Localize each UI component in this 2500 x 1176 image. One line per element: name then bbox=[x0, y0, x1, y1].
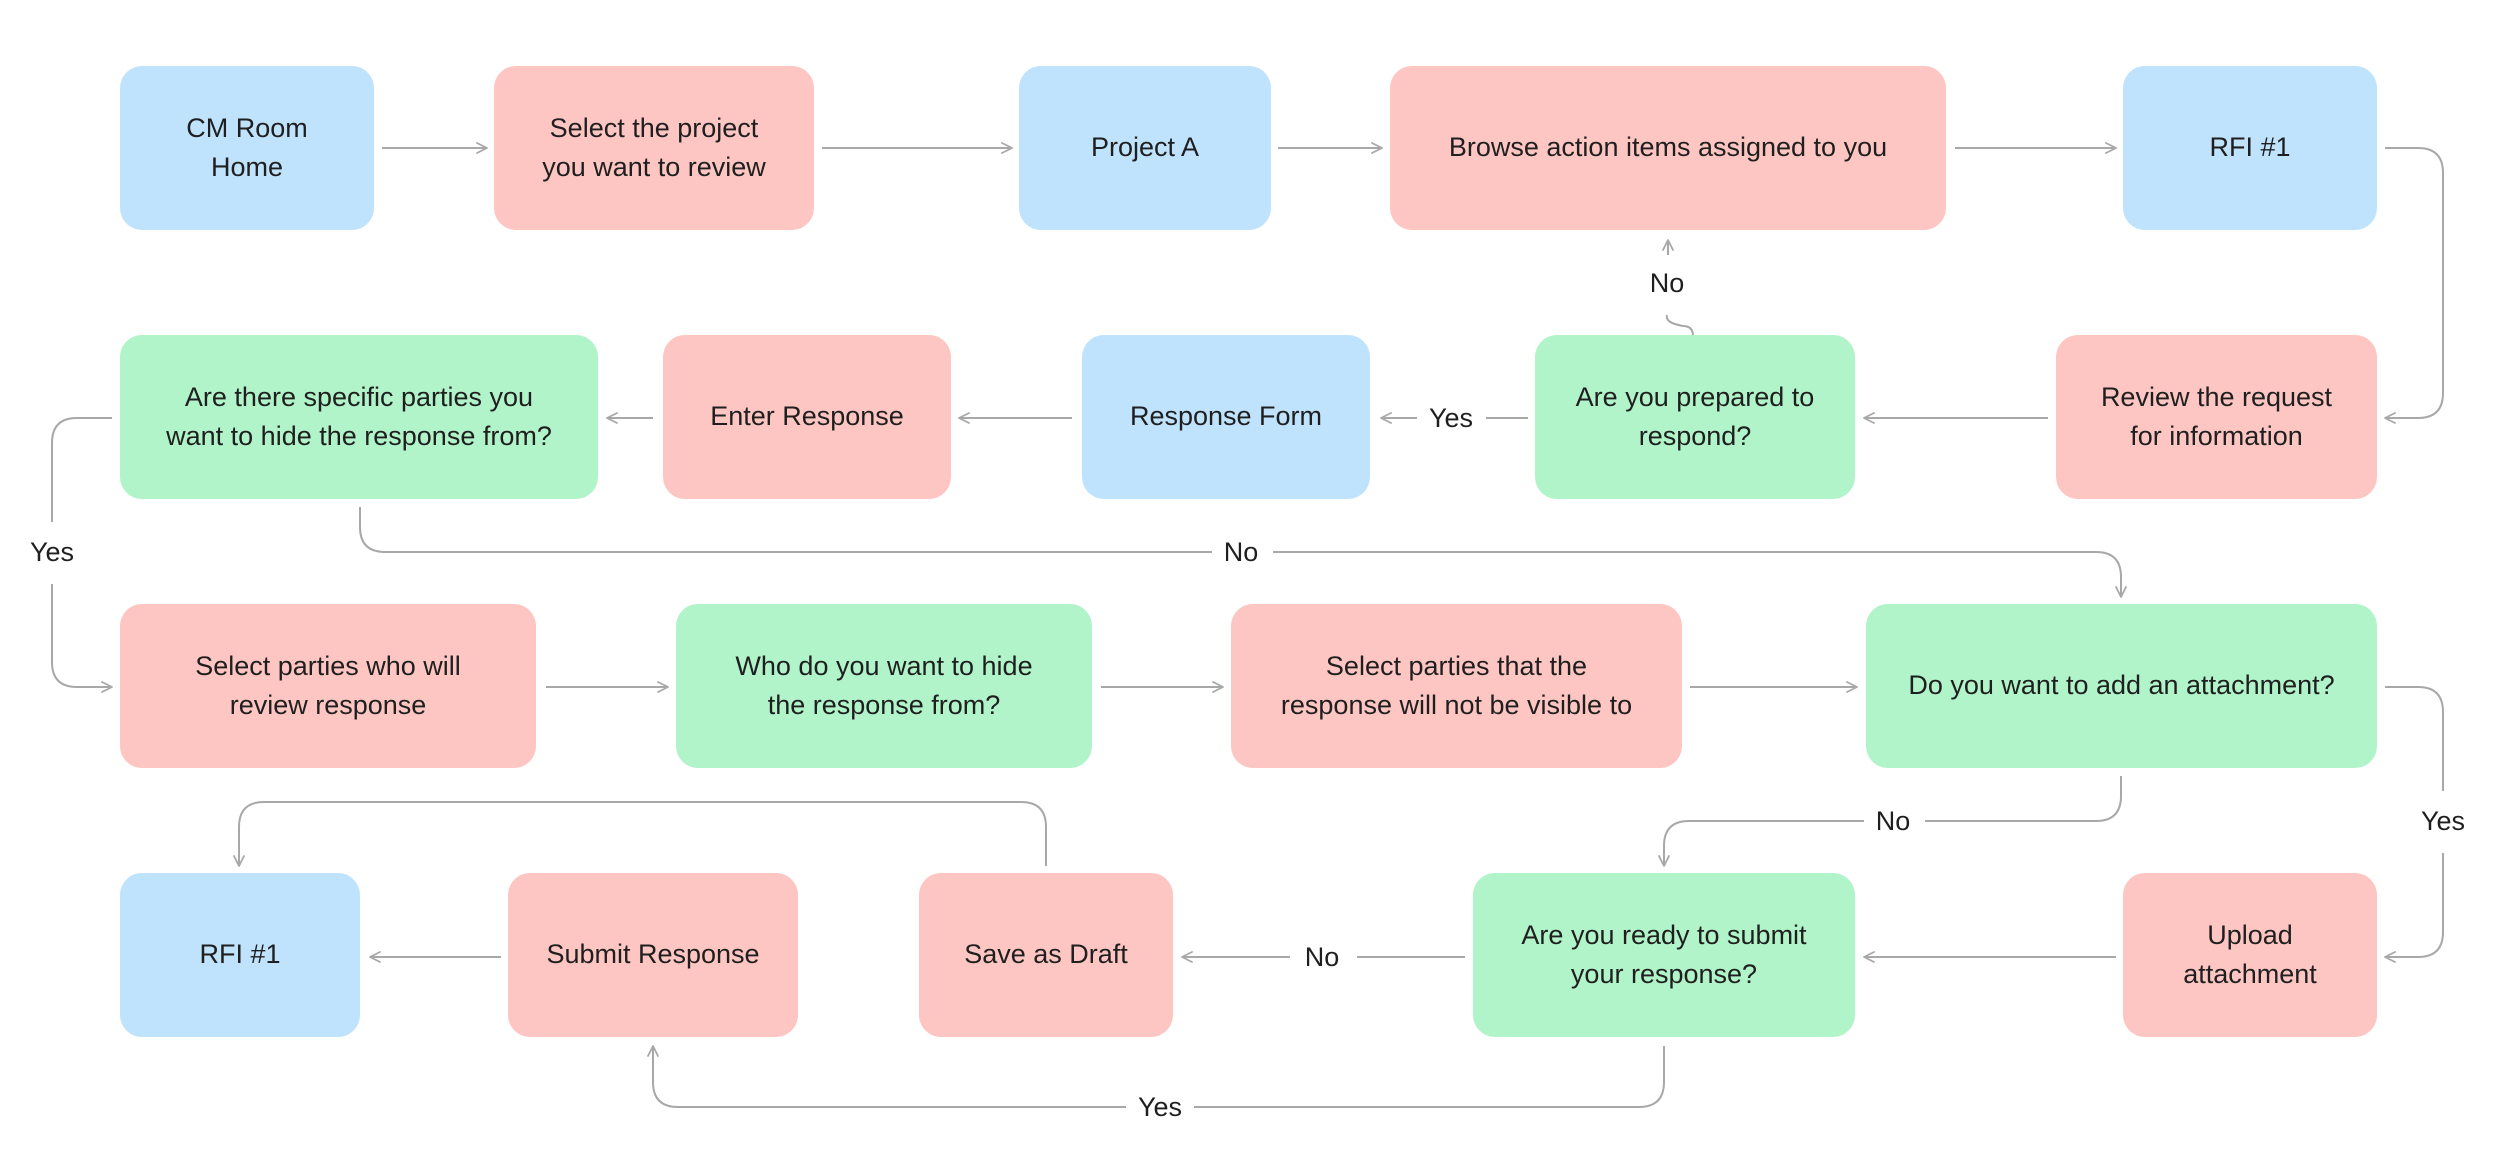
node-submit-response[interactable]: Submit Response bbox=[508, 873, 798, 1037]
node-browse-action-items[interactable]: Browse action items assigned to you bbox=[1390, 66, 1946, 230]
decision-ready-to-submit[interactable]: Are you ready to submit your response? bbox=[1473, 873, 1855, 1037]
edge-label-submit-no: No bbox=[1302, 939, 1342, 975]
node-enter-response[interactable]: Enter Response bbox=[663, 335, 951, 499]
edge-label-attachment-no: No bbox=[1873, 803, 1913, 839]
connector-hide-yes-to-select-reviewers bbox=[51, 417, 112, 687]
edge-label-hide-no: No bbox=[1221, 534, 1261, 570]
edge-label-prepared-yes: Yes bbox=[1426, 400, 1476, 436]
decision-add-attachment[interactable]: Do you want to add an attachment? bbox=[1866, 604, 2377, 768]
connector-ready-yes-to-submit bbox=[653, 1046, 1665, 1108]
decision-hide-from-parties[interactable]: Are there specific parties you want to h… bbox=[120, 335, 598, 499]
edge-label-submit-yes: Yes bbox=[1135, 1089, 1185, 1125]
node-rfi-1-end[interactable]: RFI #1 bbox=[120, 873, 360, 1037]
node-select-reviewers[interactable]: Select parties who will review response bbox=[120, 604, 536, 768]
connector-draft-to-rfi-end bbox=[233, 801, 1047, 867]
node-rfi-1-start[interactable]: RFI #1 bbox=[2123, 66, 2377, 230]
edge-label-attachment-yes: Yes bbox=[2418, 803, 2468, 839]
connector-rfi-to-review bbox=[2384, 147, 2444, 424]
decision-prepared-to-respond[interactable]: Are you prepared to respond? bbox=[1535, 335, 1855, 499]
connector-attachment-no-to-ready bbox=[1664, 776, 2122, 866]
edge-label-hide-yes: Yes bbox=[27, 534, 77, 570]
node-save-as-draft[interactable]: Save as Draft bbox=[919, 873, 1173, 1037]
node-select-not-visible[interactable]: Select parties that the response will no… bbox=[1231, 604, 1682, 768]
node-review-request[interactable]: Review the request for information bbox=[2056, 335, 2377, 499]
connector-prepared-no-to-browse bbox=[1667, 240, 1694, 337]
decision-who-to-hide[interactable]: Who do you want to hide the response fro… bbox=[676, 604, 1092, 768]
node-cm-room-home[interactable]: CM Room Home bbox=[120, 66, 374, 230]
node-response-form[interactable]: Response Form bbox=[1082, 335, 1370, 499]
node-select-project[interactable]: Select the project you want to review bbox=[494, 66, 814, 230]
node-project-a[interactable]: Project A bbox=[1019, 66, 1271, 230]
connector-attachment-yes-to-upload bbox=[2385, 686, 2444, 957]
node-upload-attachment[interactable]: Upload attachment bbox=[2123, 873, 2377, 1037]
connector-hide-no-to-attachment bbox=[359, 507, 2121, 597]
edge-label-prepared-no: No bbox=[1647, 265, 1687, 301]
